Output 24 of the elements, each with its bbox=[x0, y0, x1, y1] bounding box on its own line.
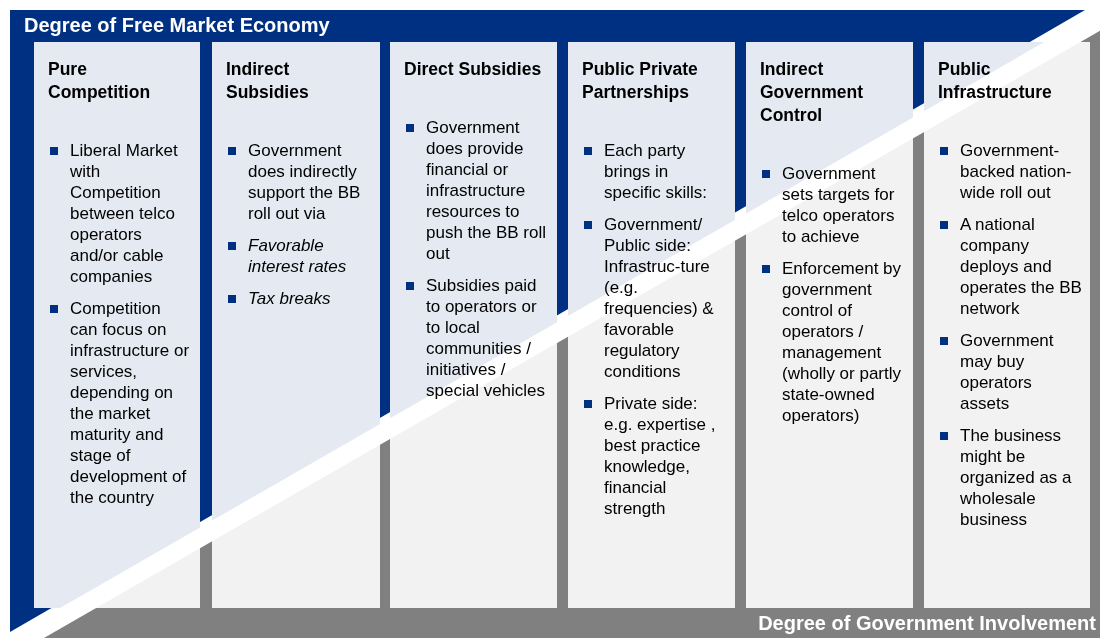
bullet-text: Liberal Market with Competition between telco operators and/or cable companies bbox=[70, 141, 178, 286]
bullet-text: Competition can focus on infrastructure or services, depending on the market maturity and stage of development of the country bbox=[70, 299, 190, 507]
axis-title: Degree of Government Involvement bbox=[758, 612, 1096, 635]
column-heading: Indirect Subsidies bbox=[226, 58, 310, 104]
bullet-text: Government-backed nation-wide roll out bbox=[960, 141, 1072, 202]
column-heading: Direct Subsidies bbox=[404, 58, 543, 81]
bullet-text: Government/ Public side: Infrastruc-ture (e.g. frequencies) & favorable regulatory conditions bbox=[604, 215, 714, 381]
column-heading: Indirect Government Control bbox=[760, 58, 865, 127]
column-heading: Pure Competition bbox=[48, 58, 152, 104]
bullet-text: Private side: e.g. expertise , best practice knowledge, financial strength bbox=[604, 394, 716, 518]
axis-title: Degree of Free Market Economy bbox=[24, 14, 330, 37]
bullet-text: Enforcement by government control of operators / management (wholly or partly state-owned operators) bbox=[782, 259, 902, 425]
bullet-text: Each party brings in specific skills: bbox=[604, 141, 707, 202]
bullet-text: The business might be organized as a wholesale business bbox=[960, 426, 1072, 529]
bullet-text: Tax breaks bbox=[248, 289, 331, 308]
column-heading: Public Private Partnerships bbox=[582, 58, 699, 104]
bullet-text: Government sets targets for telco operators to achieve bbox=[782, 164, 895, 246]
bullet-text: Government does provide financial or infrastructure resources to push the BB roll out bbox=[426, 118, 546, 263]
bullet-text: A national company deploys and operates the BB network bbox=[960, 215, 1082, 318]
bullet-text: Subsidies paid to operators or to local communities / initiatives / special vehicles bbox=[426, 276, 546, 400]
bullet-text: Government may buy operators assets bbox=[960, 331, 1054, 413]
bullet-text: Favorable interest rates bbox=[248, 236, 347, 276]
column-heading: Public Infrastructure bbox=[938, 58, 1053, 104]
bullet-text: Government does indirectly support the BB roll out via bbox=[248, 141, 361, 223]
